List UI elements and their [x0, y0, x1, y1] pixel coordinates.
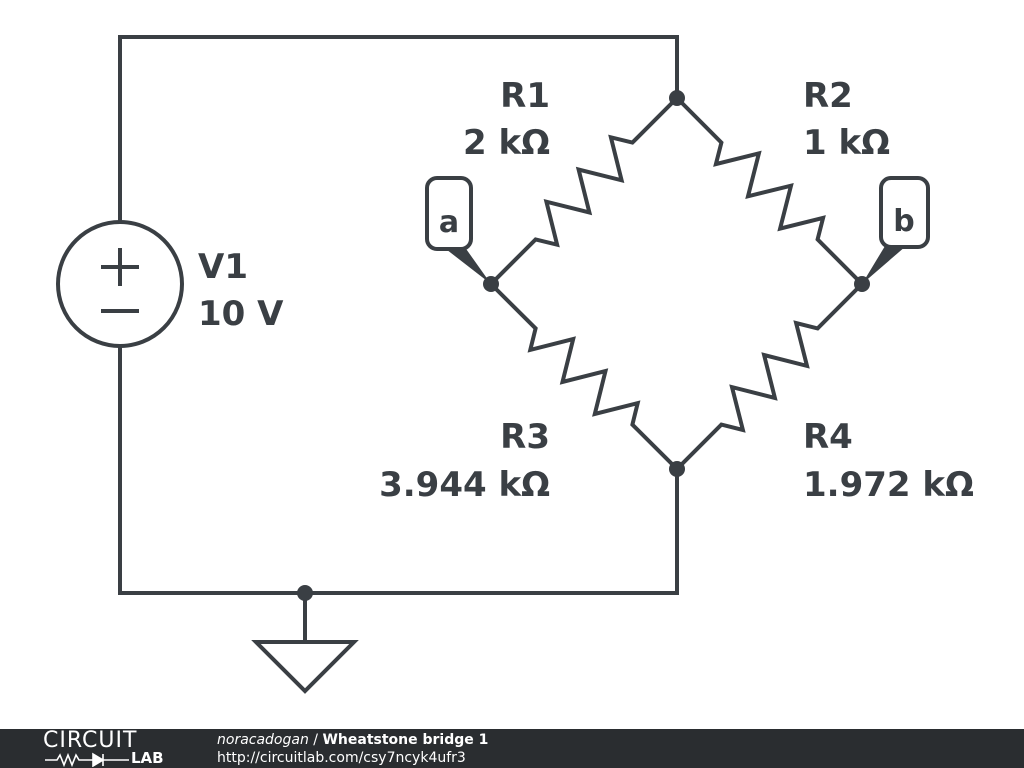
footer-title-line: noracadogan / Wheatstone bridge 1: [217, 731, 488, 749]
probe-a-pointer: [442, 246, 491, 284]
node-left: [483, 276, 499, 292]
r1-name-label: R1: [500, 76, 550, 116]
circuit-title: Wheatstone bridge 1: [322, 732, 489, 748]
logo-lab-text: LAB: [131, 749, 164, 767]
r4-value-label: 1.972 kΩ: [803, 465, 974, 505]
probe-b-box: [879, 176, 930, 249]
probe-a[interactable]: a: [425, 176, 491, 284]
node-right: [854, 276, 870, 292]
ground-icon: [251, 640, 359, 694]
r3-value-label: 3.944 kΩ: [379, 465, 550, 505]
probe-b-pointer: [862, 246, 906, 284]
circuitlab-logo[interactable]: CIRCUIT LAB: [43, 729, 178, 768]
footer-info: noracadogan / Wheatstone bridge 1 http:/…: [217, 731, 488, 767]
logo-circuit-text: CIRCUIT: [43, 728, 138, 753]
resistor-r4[interactable]: [674, 281, 865, 472]
r4-name-label: R4: [803, 417, 853, 457]
voltage-source-circle: [56, 220, 184, 348]
footer-bar: CIRCUIT LAB noracadogan / Wheatstone bri…: [0, 729, 1024, 768]
probe-a-box: [425, 176, 473, 251]
r2-value-label: 1 kΩ: [803, 123, 890, 163]
schematic-canvas: a b R1 2 kΩ R2 1 kΩ R3 3.944 kΩ R4 1.972…: [56, 35, 974, 694]
author-link[interactable]: noracadogan: [217, 732, 309, 748]
probe-b-label: b: [893, 204, 914, 239]
node-ground: [297, 585, 313, 601]
r1-value-label: 2 kΩ: [463, 123, 550, 163]
voltage-source-v1[interactable]: [56, 220, 184, 348]
r2-name-label: R2: [803, 76, 853, 116]
node-bottom: [669, 461, 685, 477]
probe-b[interactable]: b: [862, 176, 930, 284]
plus-sign-icon: [101, 248, 139, 286]
v1-value-label: 10 V: [198, 294, 284, 334]
v1-name-label: V1: [198, 247, 248, 287]
r3-name-label: R3: [500, 417, 550, 457]
circuit-url[interactable]: http://circuitlab.com/csy7ncyk4ufr3: [217, 750, 466, 766]
resistor-r3[interactable]: [488, 281, 680, 472]
wire-top: [118, 35, 679, 224]
logo-resistor-diode-icon: [45, 752, 129, 767]
resistor-r1[interactable]: [488, 95, 680, 287]
title-separator: /: [308, 732, 323, 748]
resistor-r2[interactable]: [674, 95, 865, 287]
node-top: [669, 90, 685, 106]
wire-bottom: [118, 344, 679, 595]
probe-a-label: a: [439, 205, 459, 240]
